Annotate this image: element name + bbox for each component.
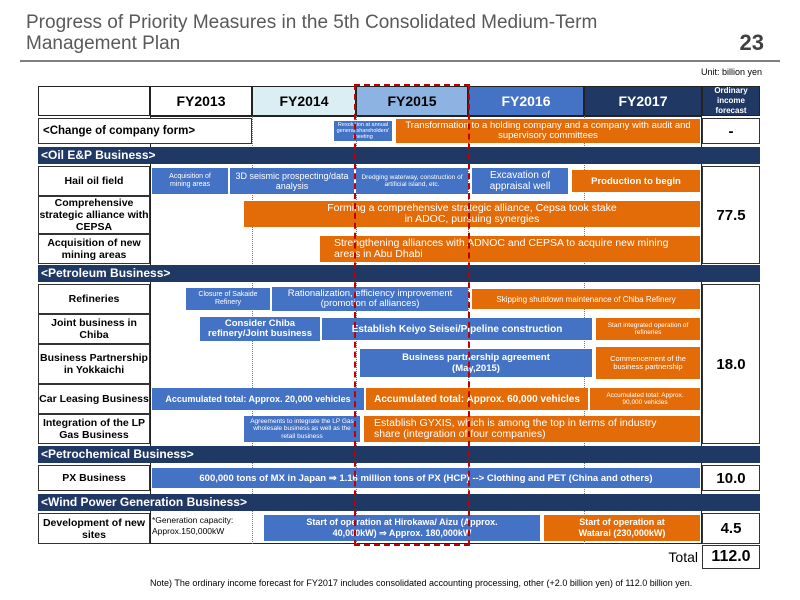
bar-consider-chiba: Consider Chiba refinery/Joint business (200, 317, 320, 341)
forecast-total: 112.0 (702, 545, 760, 569)
bar-integrated-refineries: Start integrated operation of refineries (596, 318, 700, 340)
column-forecast: Ordinary income forecast (702, 86, 760, 116)
bar-hail-excavation: Excavation of appraisal well (472, 168, 568, 194)
row-label-lp-gas: Integration of the LP Gas Business (38, 414, 150, 444)
row-label-car-leasing: Car Leasing Business (38, 384, 150, 414)
title-divider (20, 60, 780, 62)
bar-car-90000: Accumulated total: Approx. 90,000 vehicl… (590, 388, 700, 410)
forecast-company-form: - (702, 118, 760, 144)
forecast-oil-ep: 77.5 (702, 166, 760, 264)
bar-sakaide-closure: Closure of Sakaide Refinery (186, 288, 270, 310)
bar-hail-seismic: 3D seismic prospecting/data analysis (230, 168, 354, 194)
bar-gyxis: Establish GYXIS, which is among the top … (364, 416, 700, 442)
row-label-hail: Hail oil field (38, 166, 150, 196)
row-label-development: Development of new sites (38, 513, 150, 544)
row-label-acquisition: Acquisition of new mining areas (38, 234, 150, 264)
column-fy2017: FY2017 (584, 86, 702, 116)
bar-yokkaichi-commencement: Commencement of the business partnership (596, 347, 700, 379)
bar-holding-company: Transformation to a holding company and … (396, 119, 700, 143)
row-label-yokkaichi: Business Partnership in Yokkaichi (38, 344, 150, 384)
section-oil-ep: <Oil E&P Business> (38, 147, 760, 164)
bar-yokkaichi-agreement: Business partnership agreement (May,2015… (360, 349, 592, 377)
column-fy2013: FY2013 (150, 86, 252, 116)
forecast-wind: 4.5 (702, 513, 760, 544)
forecast-petroleum: 18.0 (702, 284, 760, 444)
row-label-joint-chiba: Joint business in Chiba (38, 314, 150, 344)
bar-hail-production: Production to begin (572, 170, 700, 192)
section-petrochemical: <Petrochemical Business> (38, 446, 760, 463)
row-label-px: PX Business (38, 465, 150, 491)
bar-hirokawa-aizu: Start of operation at Hirokawa/ Aizu (Ap… (264, 515, 540, 541)
row-label-cepsa: Comprehensive strategic alliance with CE… (38, 196, 150, 234)
bar-chiba-skip-maintenance: Skipping shutdown maintenance of Chiba R… (472, 289, 700, 309)
bar-lpgas-agreements: Agreements to integrate the LP Gas whole… (244, 416, 360, 442)
bar-acquisition-alliances: Strengthening alliances with ADNOC and C… (320, 236, 700, 262)
section-wind-power: <Wind Power Generation Business> (38, 494, 760, 511)
column-fy2015: FY2015 (356, 86, 468, 116)
bar-car-60000: Accumulated total: Approx. 60,000 vehicl… (366, 388, 588, 410)
footnote: Note) The ordinary income forecast for F… (150, 578, 693, 588)
generation-capacity-note: *Generation capacity: Approx.150,000kW (152, 515, 234, 536)
section-petroleum: <Petroleum Business> (38, 265, 760, 282)
fy2015-highlight (354, 84, 470, 546)
table-header-blank (38, 86, 150, 116)
total-label: Total (668, 549, 698, 565)
page-number: 23 (739, 30, 764, 55)
column-fy2014: FY2014 (252, 86, 356, 116)
bar-px-business: 600,000 tons of MX in Japan ⇒ 1.16 milli… (152, 468, 700, 488)
row-label-company-form: <Change of company form> (38, 118, 252, 144)
column-fy2016: FY2016 (468, 86, 584, 116)
forecast-petrochemical: 10.0 (702, 465, 760, 491)
timeline-grid (150, 116, 702, 544)
bar-rationalization: Rationalization, efficiency improvement … (272, 287, 468, 311)
page-title: Progress of Priority Measures in the 5th… (26, 12, 598, 54)
bar-keiyo-seisei: Establish Keiyo Seisei/Pipeline construc… (322, 318, 592, 340)
row-label-refineries: Refineries (38, 284, 150, 314)
unit-label: Unit: billion yen (700, 67, 762, 77)
bar-shareholders-resolution: Resolution at annual general shareholder… (334, 121, 392, 141)
bar-hail-dredging: Dredging waterway, construction of artif… (356, 168, 468, 194)
bar-cepsa-alliance: Forming a comprehensive strategic allian… (244, 201, 700, 227)
bar-car-20000: Accumulated total: Approx. 20,000 vehicl… (152, 388, 364, 410)
bar-watarai: Start of operation at Watarai (230,000kW… (544, 515, 700, 541)
bar-hail-acquisition: Acquisition of mining areas (152, 168, 228, 194)
